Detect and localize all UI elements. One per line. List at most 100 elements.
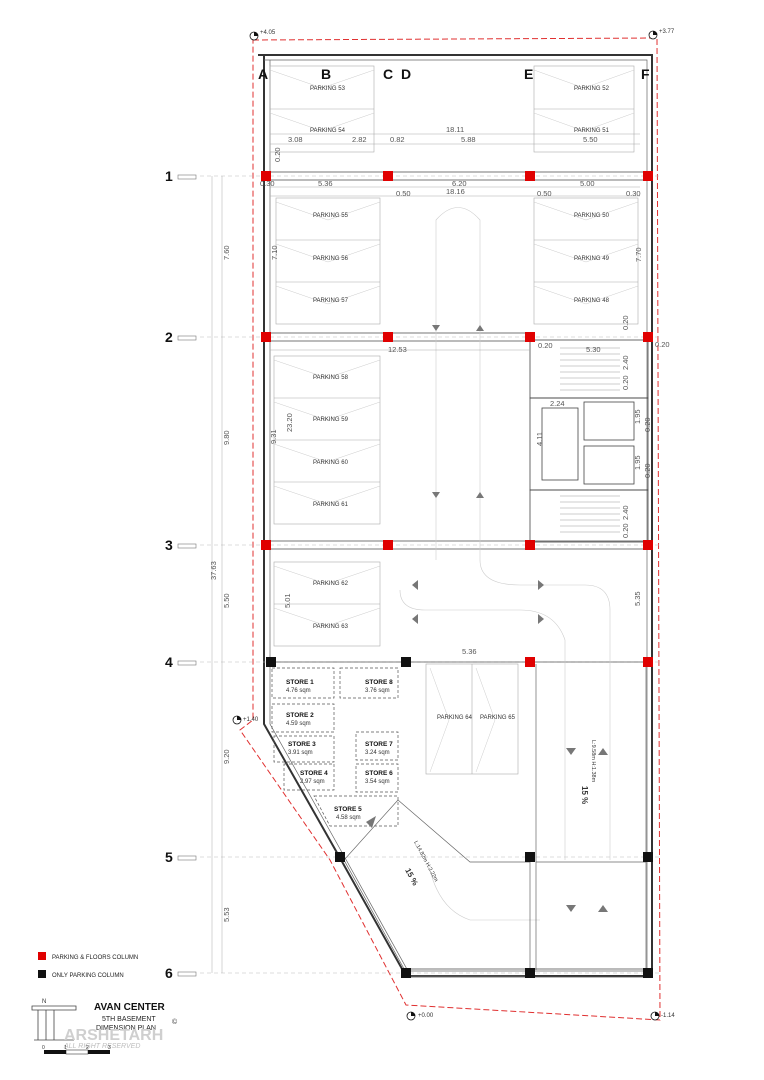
dimension-text: 0.20	[621, 523, 630, 538]
arrows	[366, 325, 608, 912]
parking-label: PARKING 62	[313, 581, 349, 587]
outer-wall	[258, 54, 653, 977]
ramp-labels: 15 % L:9.58m H:1.38m 15 % L:14.82m H:2.2…	[403, 740, 596, 887]
store-name: STORE 7	[365, 741, 393, 748]
legend-black-label: ONLY PARKING COLUMN	[52, 973, 124, 979]
watermark-sub: ALL RIGHT RESERVED	[63, 1043, 140, 1050]
store-area: 3.91 sqm	[288, 750, 313, 756]
parking-labels: PARKING 53 PARKING 54 PARKING 52 PARKING…	[310, 86, 610, 721]
store-name: STORE 2	[286, 712, 314, 719]
dimension-text: 1.95	[633, 455, 642, 470]
parking-label: PARKING 59	[313, 417, 349, 423]
row-grid-labels: 1 2 3 4 5 6	[165, 168, 173, 981]
grid-col-label: D	[401, 66, 411, 82]
watermark-logo: ARSHETARH	[64, 1027, 163, 1044]
dimension-text: 0.20	[621, 315, 630, 330]
parking-label: PARKING 55	[313, 213, 349, 219]
dimension-text: 5.01	[283, 593, 292, 608]
dimension-text: 37.63	[209, 561, 218, 580]
parking-stalls	[269, 65, 639, 775]
dimension-text: 0.20	[643, 463, 652, 478]
level-text: +3.77	[659, 29, 675, 35]
sheet-subtitle: DIMENSION PLAN	[96, 1025, 156, 1032]
dimension-text: 7.10	[270, 245, 279, 260]
parking-label: PARKING 60	[313, 460, 349, 466]
store-area: 4.58 sqm	[336, 815, 361, 821]
dimension-text: 5.36	[318, 179, 333, 188]
grid-row-label: 6	[165, 965, 173, 981]
parking-label: PARKING 48	[574, 298, 610, 304]
parking-label: PARKING 50	[574, 213, 610, 219]
parking-label: PARKING 56	[313, 256, 349, 262]
logo-columns-icon	[31, 1005, 77, 1041]
dimension-texts: 3.08 2.82 0.82 5.88 18.11 5.50 0.20 0.30…	[209, 125, 670, 922]
dimension-lines	[211, 133, 640, 973]
column-grid-labels: A B C D E F	[258, 66, 650, 82]
copyright-mark: ©	[172, 1018, 178, 1026]
drive-path	[399, 207, 611, 921]
dimension-text: 2.40	[621, 355, 630, 370]
dimension-text: 18.16	[446, 187, 465, 196]
dimension-text: 0.20	[621, 375, 630, 390]
parking-label: PARKING 54	[310, 128, 346, 134]
grid-col-label: F	[641, 66, 650, 82]
dimension-text: 1.95	[633, 409, 642, 424]
dimension-text: 7.70	[634, 247, 643, 262]
dimension-text: 0.50	[537, 189, 552, 198]
ramp-slope: 15 %	[403, 867, 420, 887]
dimension-text: 2.40	[621, 505, 630, 520]
scale-label: 3	[108, 1045, 111, 1051]
dimension-text: 5.50	[222, 593, 231, 608]
grid-lines	[200, 175, 660, 974]
dimension-text: 0.20	[643, 417, 652, 432]
project-title: AVAN CENTER	[94, 1002, 166, 1013]
store-area: 4.59 sqm	[286, 721, 311, 727]
parking-label: PARKING 57	[313, 298, 349, 304]
ramp-slope: 15 %	[580, 786, 589, 804]
dimension-text: 7.60	[222, 245, 231, 260]
level-text: +0.00	[418, 1013, 434, 1019]
legend: PARKING & FLOORS COLUMN ONLY PARKING COL…	[38, 952, 138, 979]
store-area: 3.24 sqm	[365, 750, 390, 756]
store-area: 4.76 sqm	[286, 688, 311, 694]
grid-row-label: 5	[165, 849, 173, 865]
store-rooms	[271, 667, 399, 827]
dimension-text: 12.53	[388, 345, 407, 354]
grid-row-label: 3	[165, 537, 173, 553]
dimension-text: 9.80	[222, 430, 231, 445]
scale-label: 0	[42, 1045, 45, 1051]
store-name: STORE 3	[288, 741, 316, 748]
store-name: STORE 5	[334, 806, 362, 813]
parking-label: PARKING 65	[480, 715, 516, 721]
ramp-length: L:9.58m H:1.38m	[590, 740, 596, 783]
dimension-text: 0.30	[626, 189, 641, 198]
grid-row-label: 2	[165, 329, 173, 345]
level-text: -1.14	[661, 1013, 675, 1019]
scale-label: 2	[86, 1045, 89, 1051]
dimension-text: 23.20	[285, 413, 294, 432]
title-block: N AVAN CENTER 5TH BASEMENT DIMENSION PLA…	[31, 999, 178, 1055]
dimension-text: 5.00	[580, 179, 595, 188]
north-label: N	[42, 999, 46, 1005]
dimension-text: 0.82	[390, 135, 405, 144]
dimension-text: 5.88	[461, 135, 476, 144]
dimension-text: 5.50	[583, 135, 598, 144]
dimension-text: 2.24	[550, 399, 565, 408]
level-text: +4.05	[260, 30, 276, 36]
sheet-title: 5TH BASEMENT	[102, 1016, 156, 1023]
dimension-text: 5.30	[586, 345, 601, 354]
store-labels: STORE 1 4.76 sqm STORE 8 3.76 sqm STORE …	[286, 679, 393, 821]
parking-label: PARKING 52	[574, 86, 610, 92]
dimension-text: 5.53	[222, 907, 231, 922]
core	[529, 339, 649, 543]
inner-wall	[264, 59, 648, 972]
grid-col-label: B	[321, 66, 331, 82]
property-boundary	[239, 37, 661, 1021]
parking-label: PARKING 53	[310, 86, 346, 92]
dimension-text: 9.31	[269, 429, 278, 444]
level-markers: +4.05 +3.77 +1.40 +0.00 -1.14	[232, 29, 675, 1021]
parking-label: PARKING 63	[313, 624, 349, 630]
legend-black-swatch	[38, 970, 46, 978]
grid-col-label: E	[524, 66, 533, 82]
